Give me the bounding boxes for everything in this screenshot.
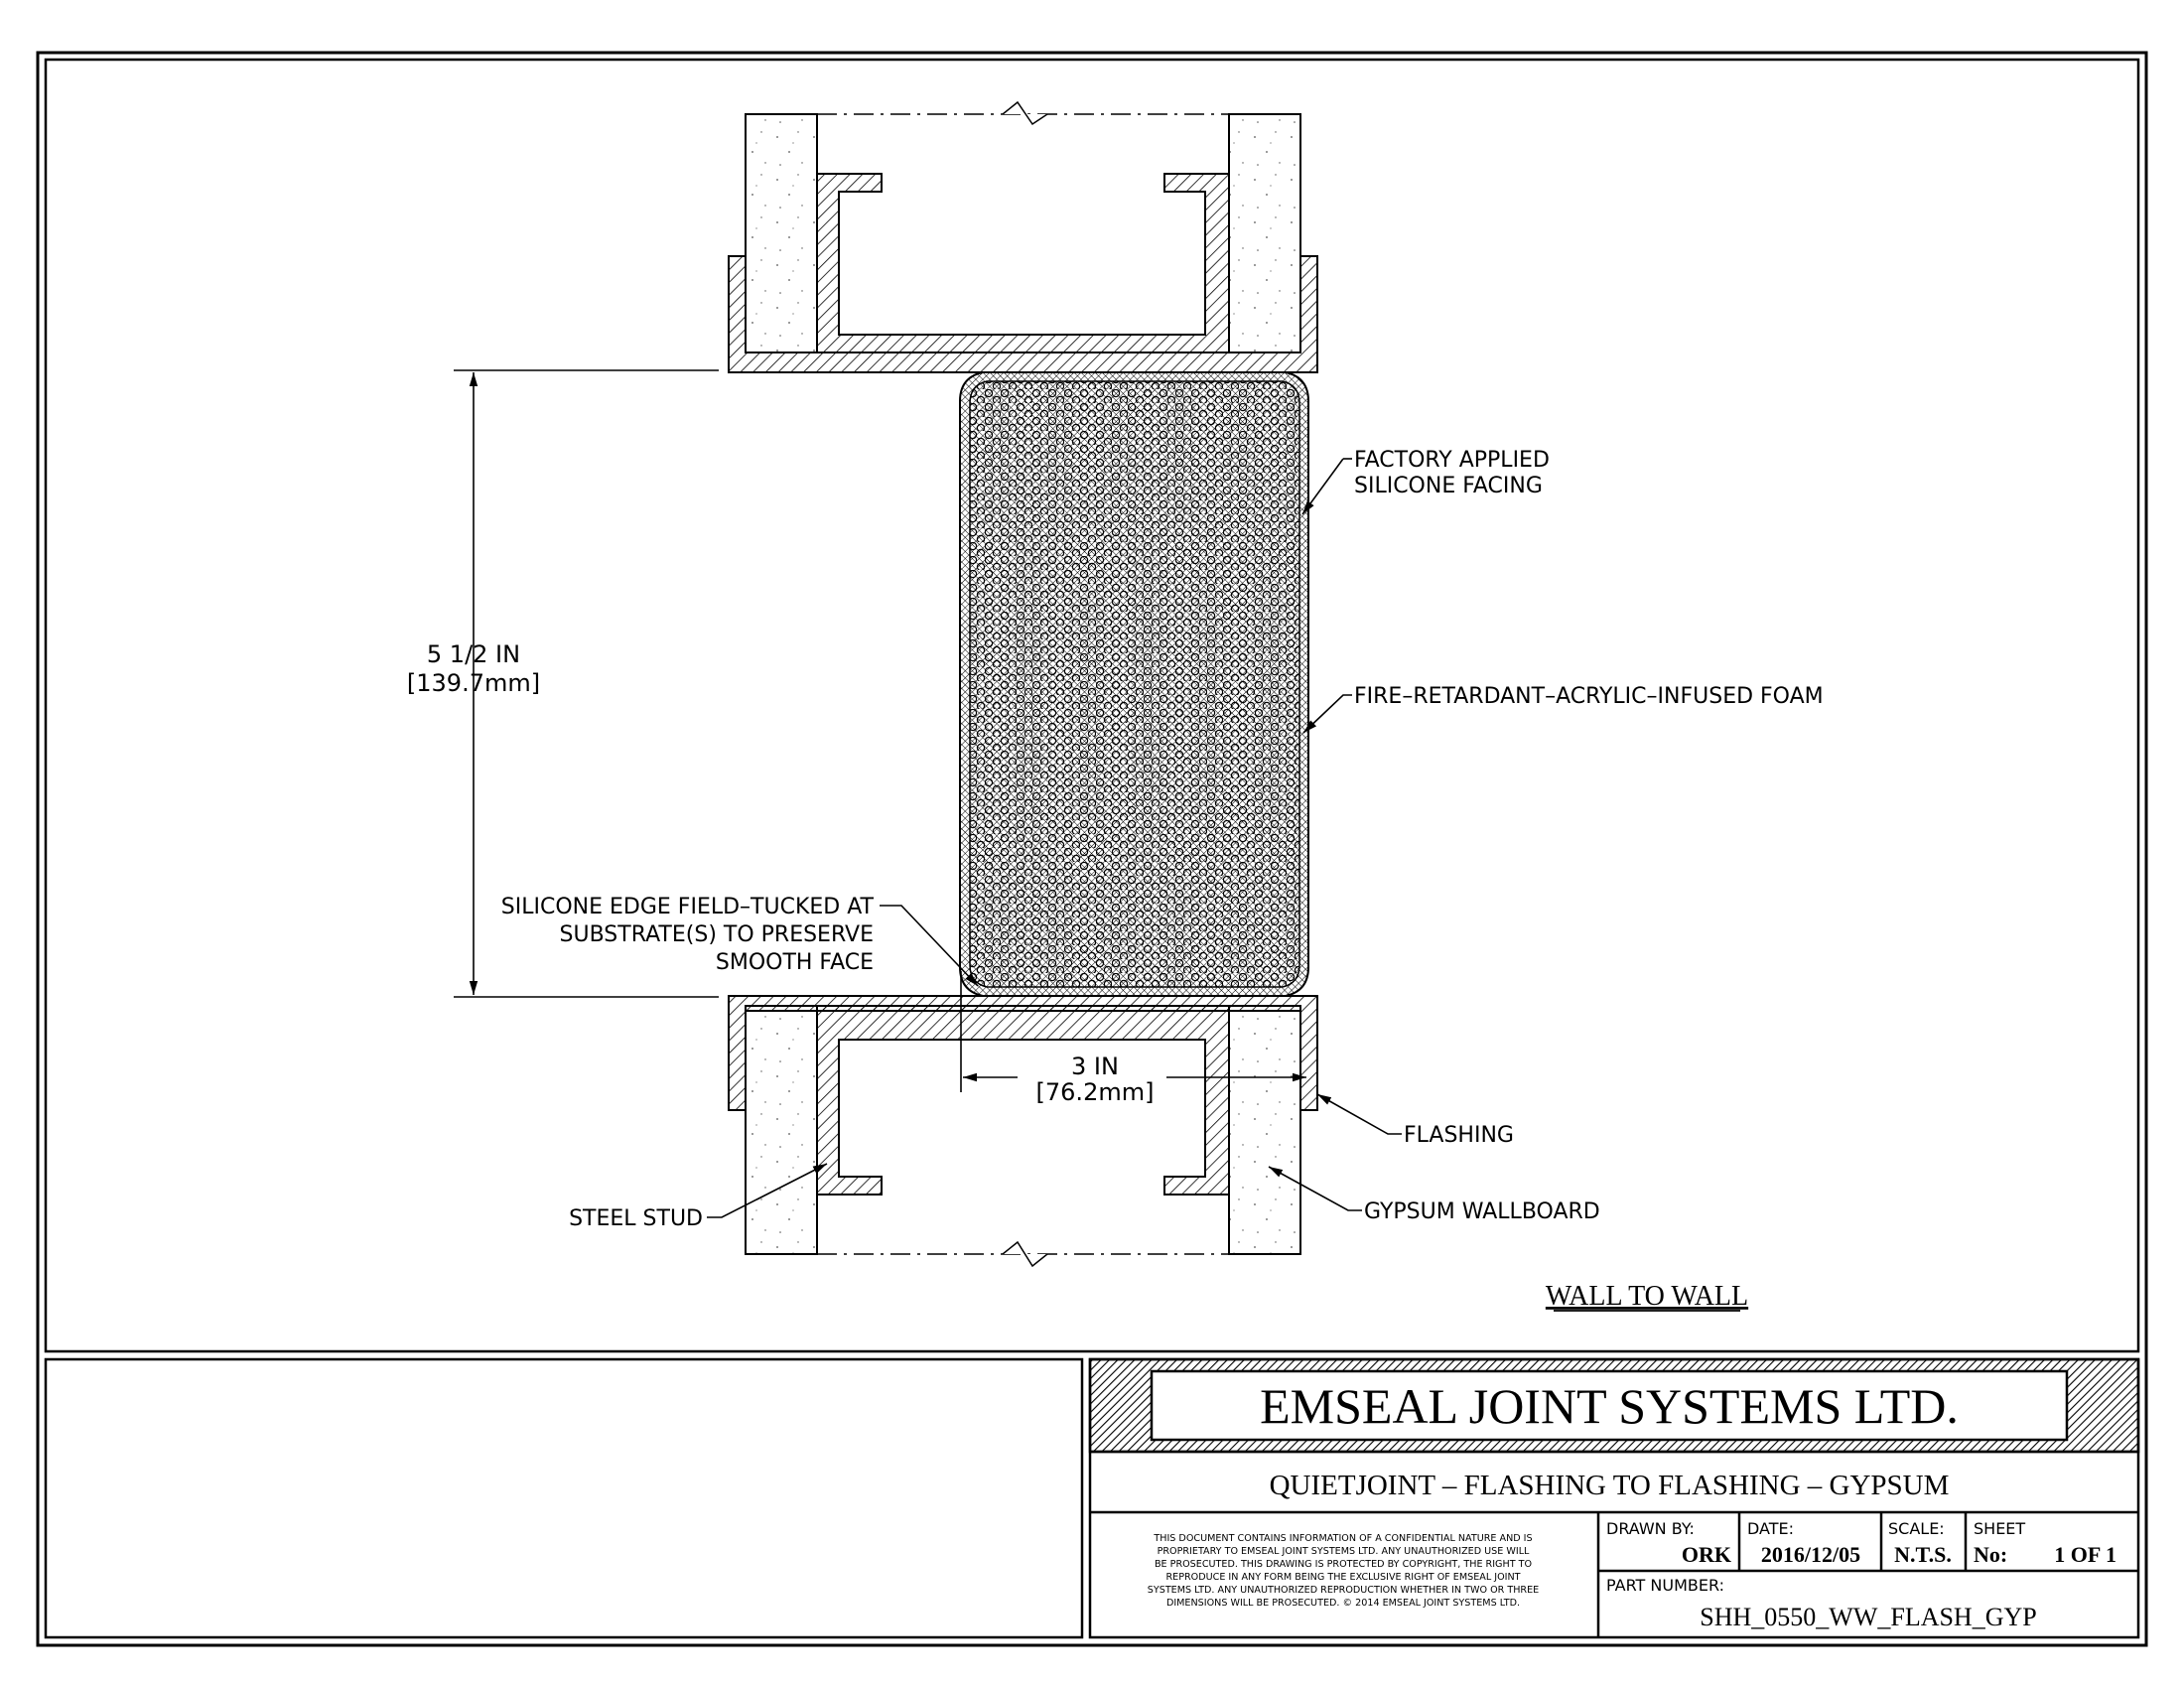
width-dimension-mm: [76.2mm]: [1036, 1078, 1155, 1106]
sheet-label: SHEET: [1974, 1519, 2025, 1538]
callout-silicone-edge-line2: SUBSTRATE(S) TO PRESERVE: [560, 922, 874, 947]
height-dimension: 5 1/2 IN [139.7mm]: [407, 369, 719, 998]
lower-gypsum-left: [745, 1005, 818, 1255]
height-dimension-in: 5 1/2 IN: [427, 640, 520, 668]
disclaimer-line: SYSTEMS LTD. ANY UNAUTHORIZED REPRODUCTI…: [1148, 1585, 1539, 1596]
callout-silicone-edge-line1: SILICONE EDGE FIELD–TUCKED AT: [501, 895, 875, 919]
callout-gypsum-text: GYPSUM WALLBOARD: [1364, 1199, 1600, 1224]
callout-silicone-edge-line3: SMOOTH FACE: [716, 950, 874, 975]
disclaimer-line: DIMENSIONS WILL BE PROSECUTED. © 2014 EM…: [1166, 1598, 1520, 1609]
detail-drawing: 5 1/2 IN [139.7mm] 3 IN [76.2mm] FACTORY…: [407, 100, 1824, 1312]
lower-break-line: [1002, 1240, 1048, 1268]
date-label: DATE:: [1747, 1519, 1794, 1538]
upper-flashing: [728, 255, 1318, 373]
view-title: WALL TO WALL: [1546, 1281, 1748, 1312]
upper-steel-stud: [816, 173, 1230, 353]
foam-core: [969, 380, 1300, 988]
callout-silicone-facing-line2: SILICONE FACING: [1354, 474, 1543, 498]
callout-steel-stud: STEEL STUD: [569, 1163, 828, 1231]
lower-flashing: [728, 995, 1318, 1111]
company-banner: [1150, 1369, 2069, 1442]
height-dimension-mm: [139.7mm]: [407, 669, 540, 697]
callout-silicone-edge: SILICONE EDGE FIELD–TUCKED AT SUBSTRATE(…: [501, 895, 979, 987]
lower-steel-stud: [816, 1005, 1230, 1196]
callout-silicone-facing: FACTORY APPLIED SILICONE FACING: [1301, 448, 1550, 515]
callout-foam: FIRE–RETARDANT–ACRYLIC–INFUSED FOAM: [1302, 684, 1824, 734]
drawing-area-border: [44, 58, 2140, 1353]
width-dimension: 3 IN [76.2mm]: [960, 971, 1306, 1106]
callout-foam-text: FIRE–RETARDANT–ACRYLIC–INFUSED FOAM: [1354, 684, 1824, 709]
scale-value: N.T.S.: [1894, 1542, 1952, 1567]
title-block: EMSEAL JOINT SYSTEMS LTD. QUIETJOINT – F…: [1088, 1357, 2140, 1639]
quietjoint-seal: [959, 371, 1309, 997]
date-value: 2016/12/05: [1761, 1542, 1860, 1567]
company-name: EMSEAL JOINT SYSTEMS LTD.: [1260, 1378, 1959, 1434]
drawn-by-label: DRAWN BY:: [1606, 1519, 1695, 1538]
upper-break-line: [1002, 100, 1048, 126]
notes-box: [44, 1357, 1084, 1639]
callout-silicone-facing-line1: FACTORY APPLIED: [1354, 448, 1550, 473]
drawing-title: QUIETJOINT – FLASHING TO FLASHING – GYPS…: [1270, 1470, 1950, 1501]
lower-gypsum-right: [1228, 1005, 1301, 1255]
sheet-no-label: No:: [1974, 1542, 2007, 1567]
callout-flashing: FLASHING: [1316, 1093, 1514, 1148]
disclaimer-line: THIS DOCUMENT CONTAINS INFORMATION OF A …: [1153, 1533, 1532, 1544]
callout-gypsum: GYPSUM WALLBOARD: [1268, 1166, 1600, 1224]
lower-wall-assembly: [728, 995, 1318, 1268]
callout-flashing-text: FLASHING: [1404, 1123, 1514, 1148]
disclaimer-line: BE PROSECUTED. THIS DRAWING IS PROTECTED…: [1155, 1559, 1533, 1570]
sheet-no-value: 1 OF 1: [2054, 1542, 2116, 1567]
drawn-by-value: ORK: [1682, 1542, 1731, 1567]
disclaimer-line: REPRODUCE IN ANY FORM BEING THE EXCLUSIV…: [1165, 1572, 1520, 1583]
callout-steel-stud-text: STEEL STUD: [569, 1206, 703, 1231]
part-number-value: SHH_0550_WW_FLASH_GYP: [1700, 1603, 2036, 1631]
outer-border: [36, 51, 2148, 1647]
upper-wall-assembly: [728, 100, 1318, 373]
width-dimension-in: 3 IN: [1071, 1053, 1119, 1080]
upper-gypsum-left: [745, 113, 818, 353]
scale-label: SCALE:: [1888, 1519, 1945, 1538]
disclaimer: THIS DOCUMENT CONTAINS INFORMATION OF A …: [1148, 1533, 1539, 1609]
part-number-label: PART NUMBER:: [1606, 1576, 1724, 1595]
disclaimer-line: PROPRIETARY TO EMSEAL JOINT SYSTEMS LTD.…: [1158, 1546, 1530, 1557]
upper-gypsum-right: [1228, 113, 1301, 353]
